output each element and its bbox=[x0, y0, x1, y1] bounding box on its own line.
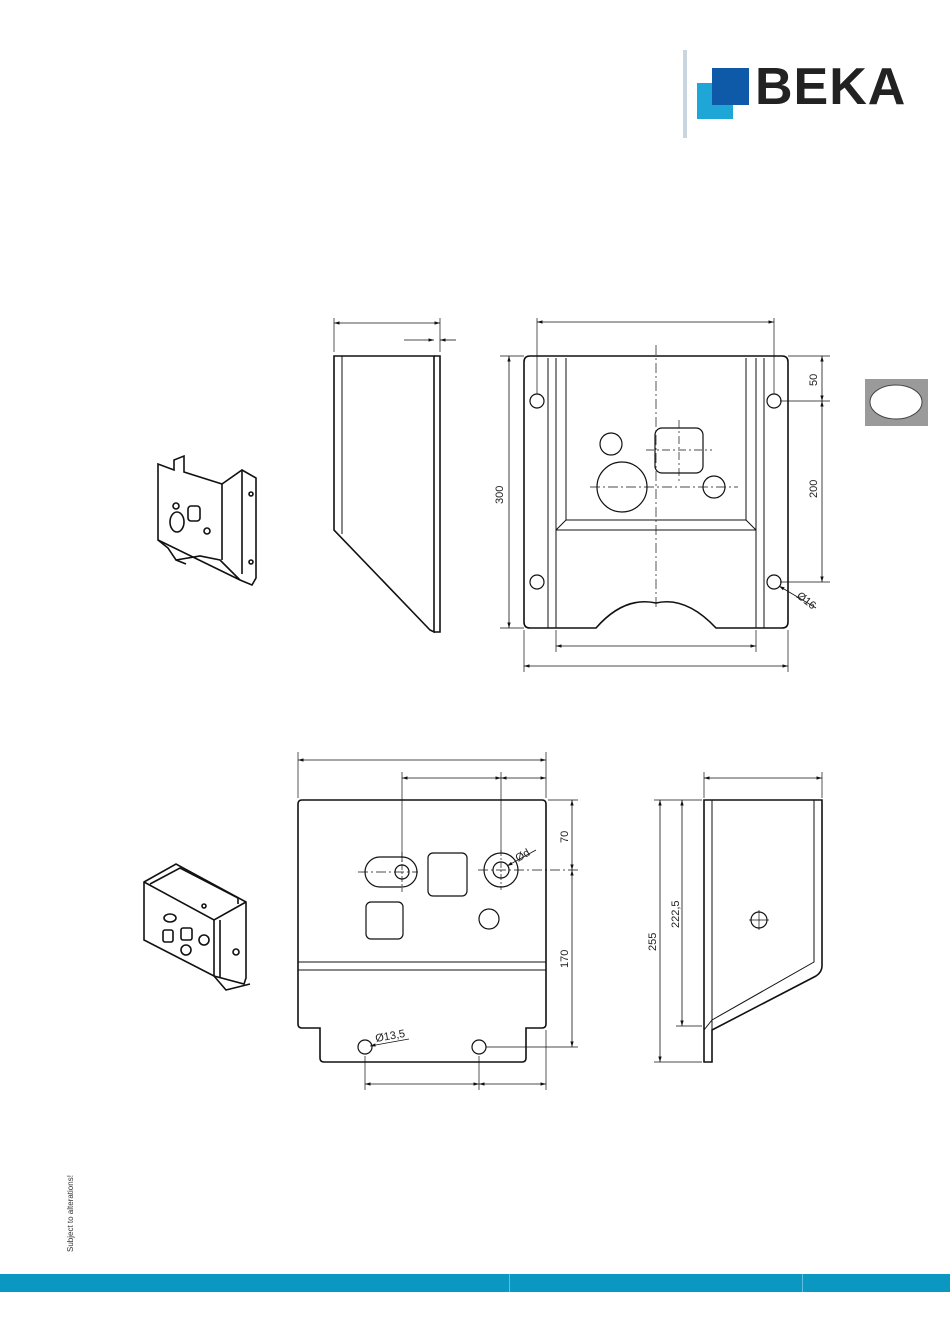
logo-divider-bar bbox=[683, 50, 687, 138]
iso-view-bracket-wall bbox=[158, 456, 256, 585]
dim-height-300: 300 bbox=[494, 486, 506, 504]
side-tab-oval bbox=[870, 385, 922, 419]
dim-height-222-5: 222,5 bbox=[670, 900, 682, 928]
dim-offset-50: 50 bbox=[808, 374, 820, 386]
front-view-2 bbox=[298, 752, 580, 1090]
footer-bar bbox=[0, 1274, 950, 1292]
footer-separator bbox=[802, 1274, 803, 1292]
logo-square-dark bbox=[712, 68, 749, 105]
dim-height-170: 170 bbox=[559, 950, 571, 968]
dim-spacing-200: 200 bbox=[808, 480, 820, 498]
beka-logo: BEKA bbox=[683, 50, 906, 138]
logo-wordmark: BEKA bbox=[755, 58, 906, 116]
dim-hole-dia-13-5: Ø13,5 bbox=[374, 1028, 406, 1045]
dim-hole-dia-16: Ø16 bbox=[794, 590, 818, 612]
dim-height-255: 255 bbox=[647, 933, 659, 951]
side-view-1 bbox=[334, 318, 456, 632]
dim-height-70: 70 bbox=[559, 831, 571, 843]
front-view-1 bbox=[500, 318, 830, 672]
footer-separator bbox=[509, 1274, 510, 1292]
side-tab bbox=[865, 379, 928, 426]
subject-to-alterations-note: Subject to alterations! bbox=[66, 1175, 75, 1252]
iso-view-bracket-box bbox=[144, 864, 250, 990]
